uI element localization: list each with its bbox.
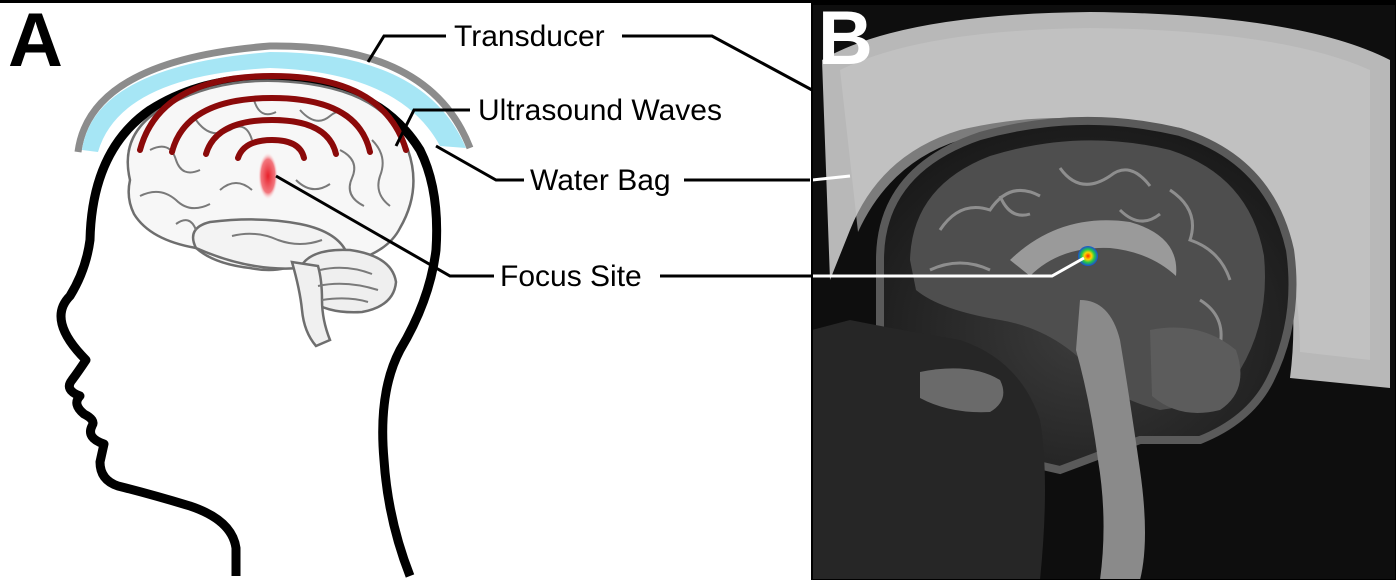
transducer-label: Transducer (454, 20, 605, 53)
panel-b-letter: B (818, 0, 873, 81)
mri-focus-hotspot (1078, 246, 1098, 266)
water-bag-leader-left (436, 146, 524, 180)
focus-site-label: Focus Site (500, 260, 642, 293)
water-bag-label: Water Bag (530, 164, 671, 197)
ultrasound-waves-label: Ultrasound Waves (478, 94, 722, 127)
panel-a: A (8, 0, 470, 576)
focus-site-marker (258, 152, 278, 200)
panel-a-letter: A (8, 0, 63, 83)
panel-b (812, 4, 1396, 580)
